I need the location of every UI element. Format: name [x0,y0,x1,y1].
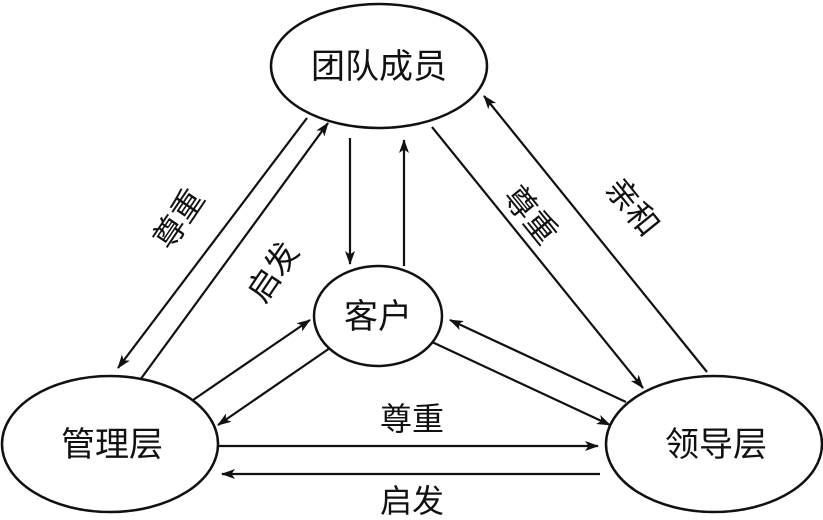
label-team-to-leadership: 尊重 [496,178,566,252]
node-customer-label: 客户 [344,297,412,337]
label-leadership-to-management: 启发 [380,482,444,520]
node-customer: 客户 [312,264,444,368]
edge-customer-to-leadership [431,341,611,426]
edge-leadership-to-team [483,95,708,373]
label-team-to-management: 尊重 [145,182,212,256]
edge-team-to-leadership [431,126,644,389]
edge-management-to-team [139,122,329,381]
label-management-to-team: 启发 [239,235,306,309]
label-leadership-to-team: 亲和 [598,170,668,244]
edge-leadership-to-customer [449,319,627,403]
label-management-to-leadership: 尊重 [380,400,444,438]
node-leadership-label: 领导层 [665,425,767,465]
edge-management-to-customer [192,319,311,401]
node-team-members-label: 团队成员 [311,47,447,87]
node-leadership-shape [604,374,823,514]
edge-customer-to-management [217,347,331,426]
node-leadership: 领导层 [604,374,823,514]
edge-team-to-management [117,117,308,369]
node-customer-shape [312,264,444,368]
node-management: 管理层 [0,374,220,514]
node-management-label: 管理层 [61,425,163,465]
node-team-members-shape [269,2,489,130]
node-team-members: 团队成员 [269,2,489,130]
node-management-shape [0,374,220,514]
